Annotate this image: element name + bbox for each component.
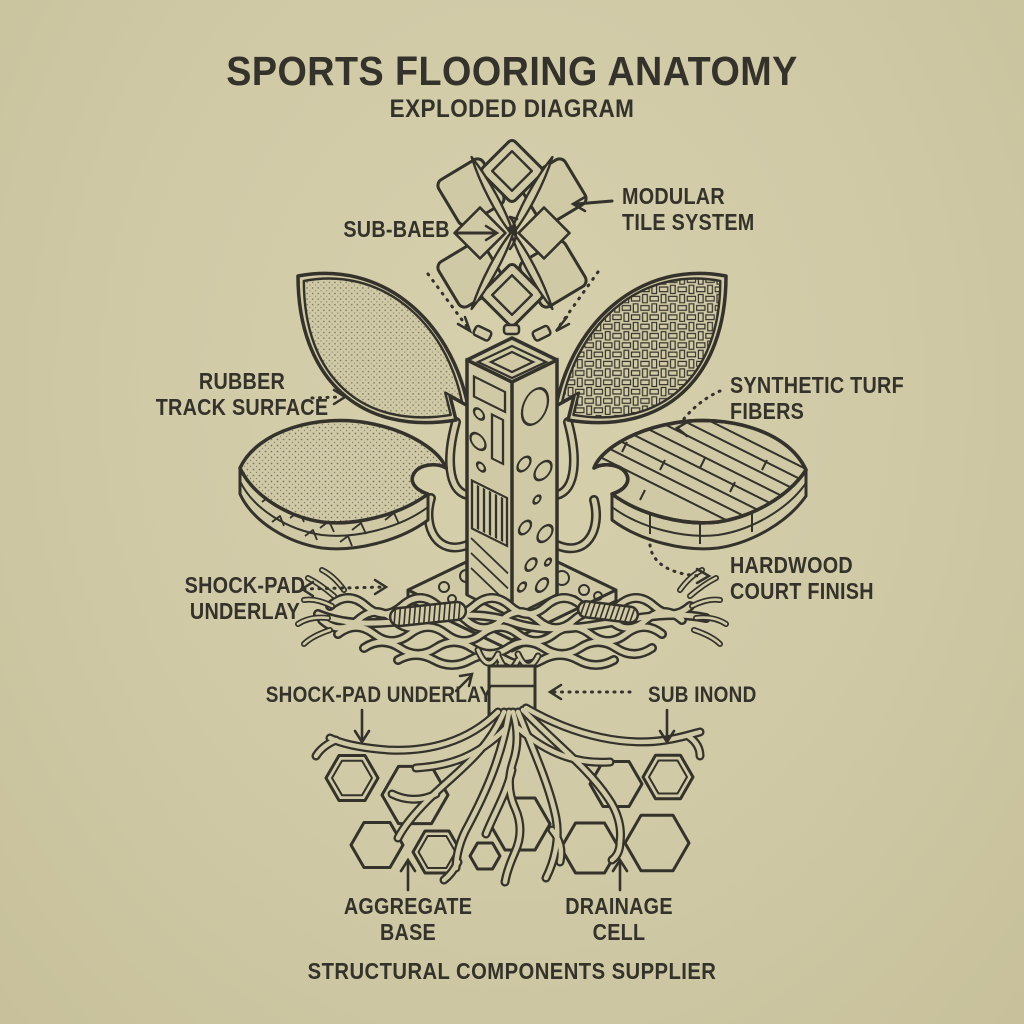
label-rubber-track-surface: RUBBER TRACK SURFACE (155, 368, 329, 420)
label-hardwood-court-finish: HARDWOOD COURT FINISH (730, 552, 874, 604)
rubber-track-leaf (296, 271, 470, 425)
modular-tile-arrow (570, 195, 614, 213)
label-shock-pad-underlay: SHOCK-PAD UNDERLAY (184, 572, 306, 624)
drainage-hexagons (324, 753, 695, 875)
callout-arrows (299, 195, 722, 892)
track-surface-swatch (238, 418, 448, 551)
rubber-track-dotted-arrow (310, 388, 348, 406)
label-synthetic-turf-fibers: SYNTHETIC TURF FIBERS (730, 372, 904, 424)
label-modular-tile-system: MODULAR TILE SYSTEM (622, 183, 755, 235)
shock-pad-double-dotted-arrow (299, 578, 389, 598)
page-subtitle: EXPLODED DIAGRAM (389, 95, 635, 123)
sub-base-arrow (454, 224, 500, 242)
label-aggregate-base: AGGREGATE BASE (343, 893, 473, 945)
aggregate-up-arrow (399, 857, 417, 892)
label-sub-base: SUB-BAEB (343, 216, 450, 242)
sub-inond-down-arrow (658, 708, 676, 745)
synthetic-turf-leaf (554, 271, 728, 425)
label-sub-inond: SUB INOND (648, 682, 757, 707)
page-title: SPORTS FLOORING ANATOMY (226, 48, 798, 94)
modular-tile-flower (436, 139, 588, 327)
hardwood-dotted-arrow (648, 543, 712, 585)
root-system (311, 703, 705, 887)
underlay-root-mat (295, 567, 729, 676)
turf-dotted-arrow (674, 389, 722, 438)
sub-inond-dotted-arrow (547, 683, 632, 701)
flower-to-column-dotted-arrows (426, 270, 600, 334)
core-column (465, 323, 559, 620)
shock-pad-down-arrow (353, 708, 371, 745)
drainage-up-arrow (611, 857, 629, 892)
label-drainage-cell: DRAINAGE CELL (565, 893, 673, 945)
label-shock-pad-underlay-lower: SHOCK-PAD UNDERLAY (265, 682, 493, 707)
mat-small-arrow (454, 672, 474, 693)
hardwood-court-swatch (592, 418, 808, 551)
footer-text: STRUCTURAL COMPONENTS SUPPLIER (307, 958, 717, 984)
